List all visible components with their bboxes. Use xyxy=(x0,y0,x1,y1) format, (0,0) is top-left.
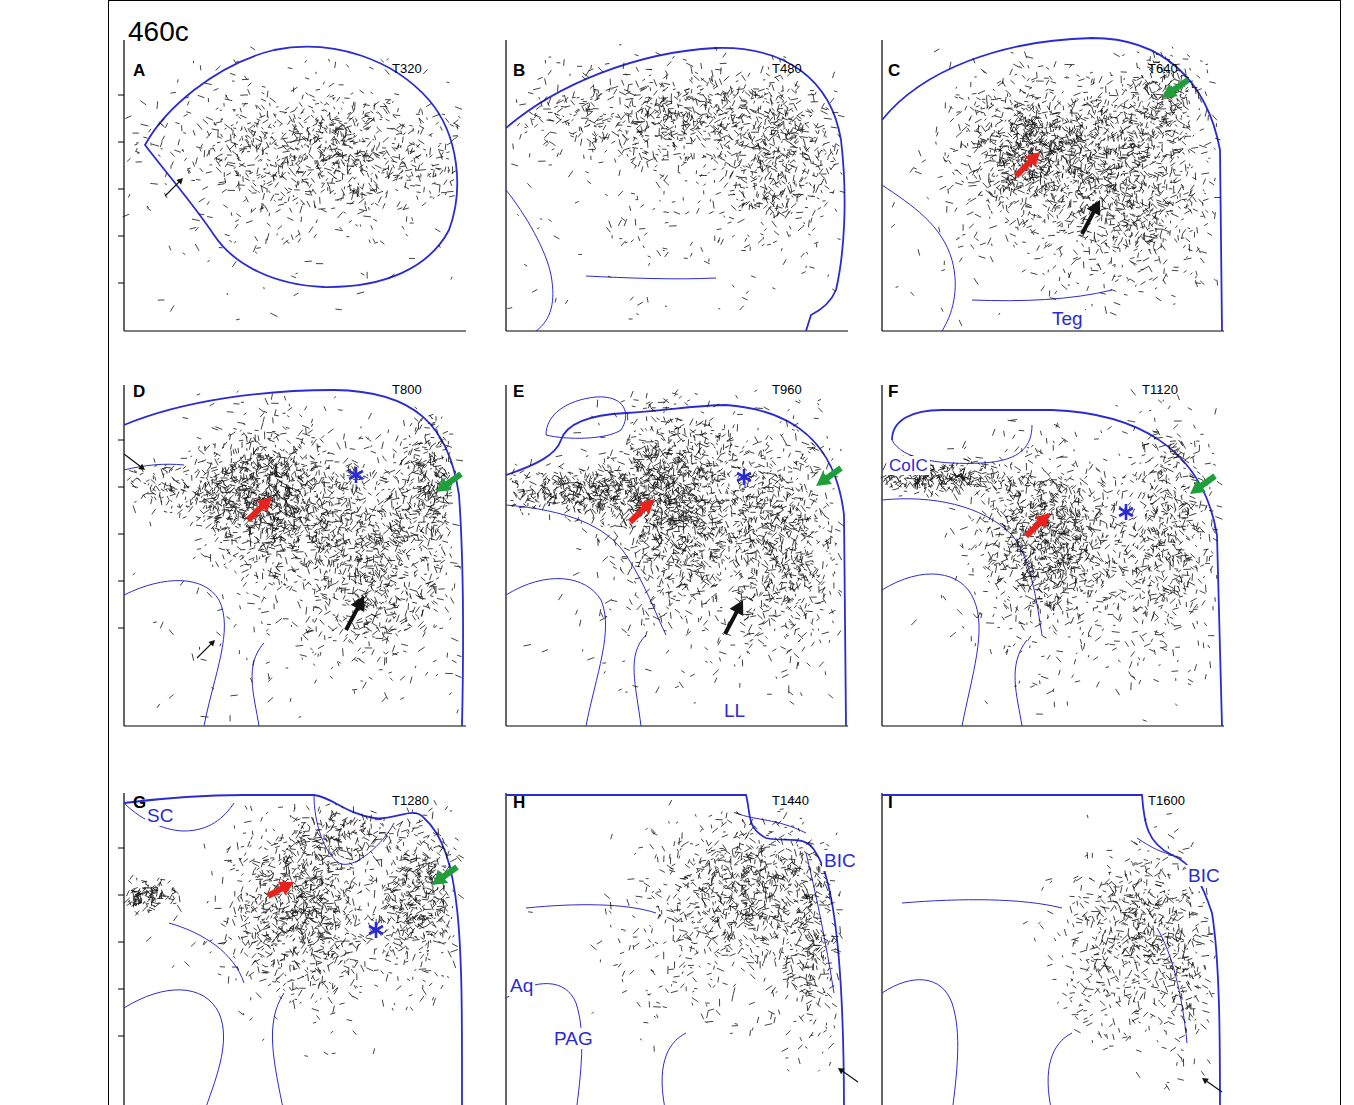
panel-letter: D xyxy=(133,383,145,400)
panel-axis xyxy=(506,385,848,726)
fiber-stipple xyxy=(891,47,1220,326)
section-number: T1600 xyxy=(1148,794,1185,807)
asterisk-symbol xyxy=(369,922,383,938)
pointer-arrow xyxy=(1016,152,1040,176)
region-label: CoIC xyxy=(887,456,930,475)
region-label: Teg xyxy=(1050,308,1085,329)
section-number: T1440 xyxy=(772,794,809,807)
section-outline xyxy=(124,390,463,726)
fiber-stipple xyxy=(127,391,463,722)
section-number: T480 xyxy=(772,62,802,75)
pointer-arrow xyxy=(1202,1078,1222,1092)
panel-axis xyxy=(118,40,466,331)
panel-letter: H xyxy=(513,794,525,811)
pointer-arrow xyxy=(268,882,294,896)
panel-axis xyxy=(882,40,1224,331)
region-label: LL xyxy=(722,700,747,721)
pointer-arrow xyxy=(1190,476,1215,494)
figure-frame xyxy=(109,1,1341,1105)
panel-letter: F xyxy=(888,383,898,400)
section-number: T800 xyxy=(392,383,422,396)
section-number: T960 xyxy=(772,383,802,396)
panel-axis xyxy=(506,793,507,1105)
figure-id: 460c xyxy=(128,18,189,46)
fiber-stipple xyxy=(124,800,464,1056)
section-number: T1280 xyxy=(392,794,429,807)
section-outline xyxy=(882,38,1222,331)
panel-letter: C xyxy=(888,62,900,79)
asterisk-symbol xyxy=(1119,504,1133,520)
fiber-stipple xyxy=(507,44,845,319)
section-outline xyxy=(506,48,845,331)
panel-axis xyxy=(118,385,466,726)
pointer-arrow xyxy=(432,867,457,885)
fiber-stipple xyxy=(1023,814,1215,1091)
panel-letter: A xyxy=(133,62,145,79)
pointer-arrow xyxy=(197,640,215,658)
pointer-arrow xyxy=(1026,513,1050,536)
pointer-arrow xyxy=(165,178,183,196)
section-outline xyxy=(882,795,1220,1105)
panel-letter: I xyxy=(888,794,893,811)
section-outline xyxy=(506,397,846,726)
pointer-arrow xyxy=(630,499,654,522)
region-label: BIC xyxy=(822,850,858,871)
pointer-arrow xyxy=(838,1068,858,1082)
panel-letter: E xyxy=(513,383,524,400)
panel-axis xyxy=(506,40,848,331)
section-number: T640 xyxy=(1148,62,1178,75)
section-outline xyxy=(506,795,844,1105)
pointer-arrow xyxy=(1082,200,1100,234)
fiber-stipple xyxy=(510,390,844,705)
asterisk-symbol xyxy=(349,467,363,483)
region-label: BIC xyxy=(1186,865,1222,886)
pointer-arrow xyxy=(124,454,145,470)
region-label: PAG xyxy=(552,1028,595,1049)
pointer-arrow xyxy=(725,600,743,634)
fiber-stipple xyxy=(881,389,1223,721)
section-number: T320 xyxy=(392,62,422,75)
pointer-arrow xyxy=(248,497,272,520)
pointer-arrow xyxy=(346,596,364,630)
fiber-stipple xyxy=(528,799,843,1071)
section-number: T1120 xyxy=(1142,383,1178,396)
pointer-arrow xyxy=(816,468,841,486)
region-label: Aq xyxy=(508,975,535,996)
asterisk-symbol xyxy=(737,469,751,485)
panel-axis xyxy=(118,793,124,1105)
region-label: SC xyxy=(145,805,175,826)
section-outline xyxy=(145,47,457,287)
pointer-arrow xyxy=(1162,80,1188,98)
panel-axis xyxy=(882,793,883,1105)
fiber-stipple xyxy=(123,47,462,320)
pointer-arrow xyxy=(436,474,461,492)
panel-letter: B xyxy=(513,62,525,79)
